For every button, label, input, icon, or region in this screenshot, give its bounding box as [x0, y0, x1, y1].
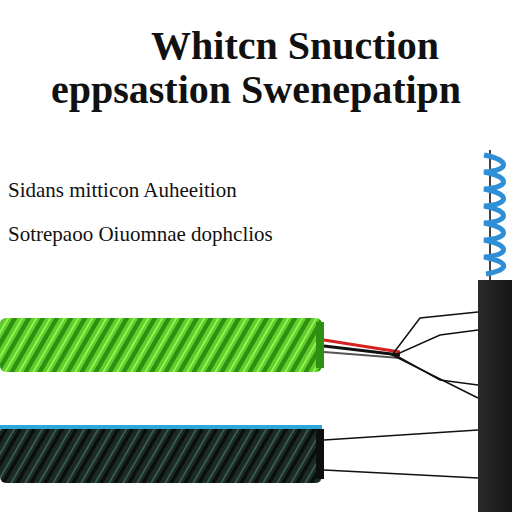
housing: [478, 280, 512, 512]
black-cable: [0, 425, 322, 483]
coil: [484, 150, 504, 280]
green-cable: [0, 318, 322, 372]
wires: [324, 312, 478, 478]
diagram-title: Whitcn Snuction: [151, 22, 439, 69]
subtitle: eppsastion Swenepatipn: [51, 66, 461, 113]
note-text: Sidans mitticon Auheeition: [8, 178, 237, 203]
note-text: Sotrepaoo Oiuomnae dophclios: [8, 222, 273, 247]
